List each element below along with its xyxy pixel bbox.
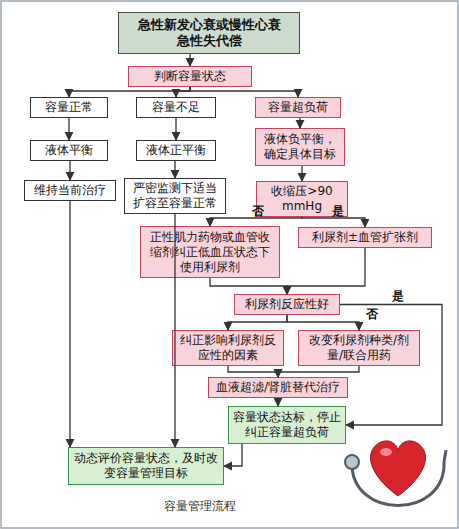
flow-connector xyxy=(287,248,365,294)
result-box: 动态评价容量状态，及时改变容量管理目标 xyxy=(68,447,224,485)
node-text: 液体正平衡 xyxy=(146,143,206,158)
flow-connector xyxy=(278,366,359,377)
process-box: 容量正常 xyxy=(30,97,108,118)
flow-connector xyxy=(302,217,365,227)
flow-connector xyxy=(189,54,190,66)
node-text: 正性肌力药物或血管收缩剂纠正低血压状态下使用利尿剂 xyxy=(145,230,275,275)
node-text: 动态评价容量状态，及时改变容量管理目标 xyxy=(73,451,219,481)
flow-connector xyxy=(175,118,176,140)
flow-connector xyxy=(228,366,278,377)
node-text: 改变利尿剂种类/剂量/联合用药 xyxy=(303,333,415,363)
branch-label: 否 xyxy=(366,308,378,320)
stethoscope-earpiece xyxy=(444,450,446,462)
process-box: 正性肌力药物或血管收缩剂纠正低血压状态下使用利尿剂 xyxy=(140,226,280,278)
stethoscope-chestpiece xyxy=(345,455,359,469)
figure-caption: 容量管理流程 xyxy=(110,498,290,515)
flow-connector xyxy=(69,87,190,97)
node-text: 收缩压>90 mmHg xyxy=(261,184,343,214)
node-text: 血液超滤/肾脏替代治疗 xyxy=(216,380,340,395)
heart-highlight xyxy=(380,448,392,456)
start-box: 急性新发心衰或慢性心衰急性失代偿 xyxy=(118,12,300,54)
process-box: 容量不足 xyxy=(136,97,216,118)
node-text: 维持当前治疗 xyxy=(34,183,106,198)
node-text: 容量正常 xyxy=(45,100,93,115)
heart-symbol xyxy=(371,441,426,496)
flow-connector xyxy=(176,87,190,97)
node-text: 利尿剂反应性好 xyxy=(245,297,329,312)
flow-connector xyxy=(190,87,298,97)
flow-connector xyxy=(287,315,359,330)
node-text: 严密监测下适当扩容至容量正常 xyxy=(129,181,221,211)
decision-box: 利尿剂反应性好 xyxy=(234,294,340,315)
flow-connector xyxy=(210,278,287,294)
process-box: 维持当前治疗 xyxy=(24,180,116,201)
node-text: 容量不足 xyxy=(152,100,200,115)
node-text: 容量状态达标，停止纠正容量超负荷 xyxy=(233,410,341,440)
flow-connector xyxy=(69,161,70,180)
process-box: 血液超滤/肾脏替代治疗 xyxy=(208,377,348,398)
result-box: 容量状态达标，停止纠正容量超负荷 xyxy=(228,406,346,444)
process-box: 液体负平衡，确定具体目标 xyxy=(255,128,345,166)
flow-connector xyxy=(68,118,69,140)
process-box: 容量超负荷 xyxy=(255,97,341,118)
flow-connector xyxy=(224,444,242,466)
flow-connector xyxy=(277,398,278,406)
node-text: 利尿剂±血管扩张剂 xyxy=(312,230,418,245)
process-box: 液体正平衡 xyxy=(136,140,216,161)
flow-connector xyxy=(174,161,175,178)
flow-connector xyxy=(299,118,300,128)
branch-label: 否 xyxy=(252,205,264,217)
node-text: 急性新发心衰或慢性心衰急性失代偿 xyxy=(133,17,285,50)
flow-connector xyxy=(301,166,302,181)
node-text: 液体平衡 xyxy=(45,143,93,158)
branch-label: 是 xyxy=(392,290,404,302)
flow-connector xyxy=(228,315,287,330)
process-box: 利尿剂±血管扩张剂 xyxy=(298,227,432,248)
flow-connector xyxy=(69,201,70,447)
node-text: 判断容量状态 xyxy=(154,69,226,84)
node-text: 纠正影响利尿剂反应性的因素 xyxy=(177,333,279,363)
process-box: 严密监测下适当扩容至容量正常 xyxy=(124,178,226,214)
process-box: 判断容量状态 xyxy=(128,66,252,87)
process-box: 改变利尿剂种类/剂量/联合用药 xyxy=(298,330,420,366)
branch-label: 是 xyxy=(332,205,344,217)
process-box: 纠正影响利尿剂反应性的因素 xyxy=(172,330,284,366)
process-box: 液体平衡 xyxy=(30,140,108,161)
node-text: 容量超负荷 xyxy=(268,100,328,115)
node-text: 液体负平衡，确定具体目标 xyxy=(260,132,340,162)
flow-connector xyxy=(210,217,302,226)
